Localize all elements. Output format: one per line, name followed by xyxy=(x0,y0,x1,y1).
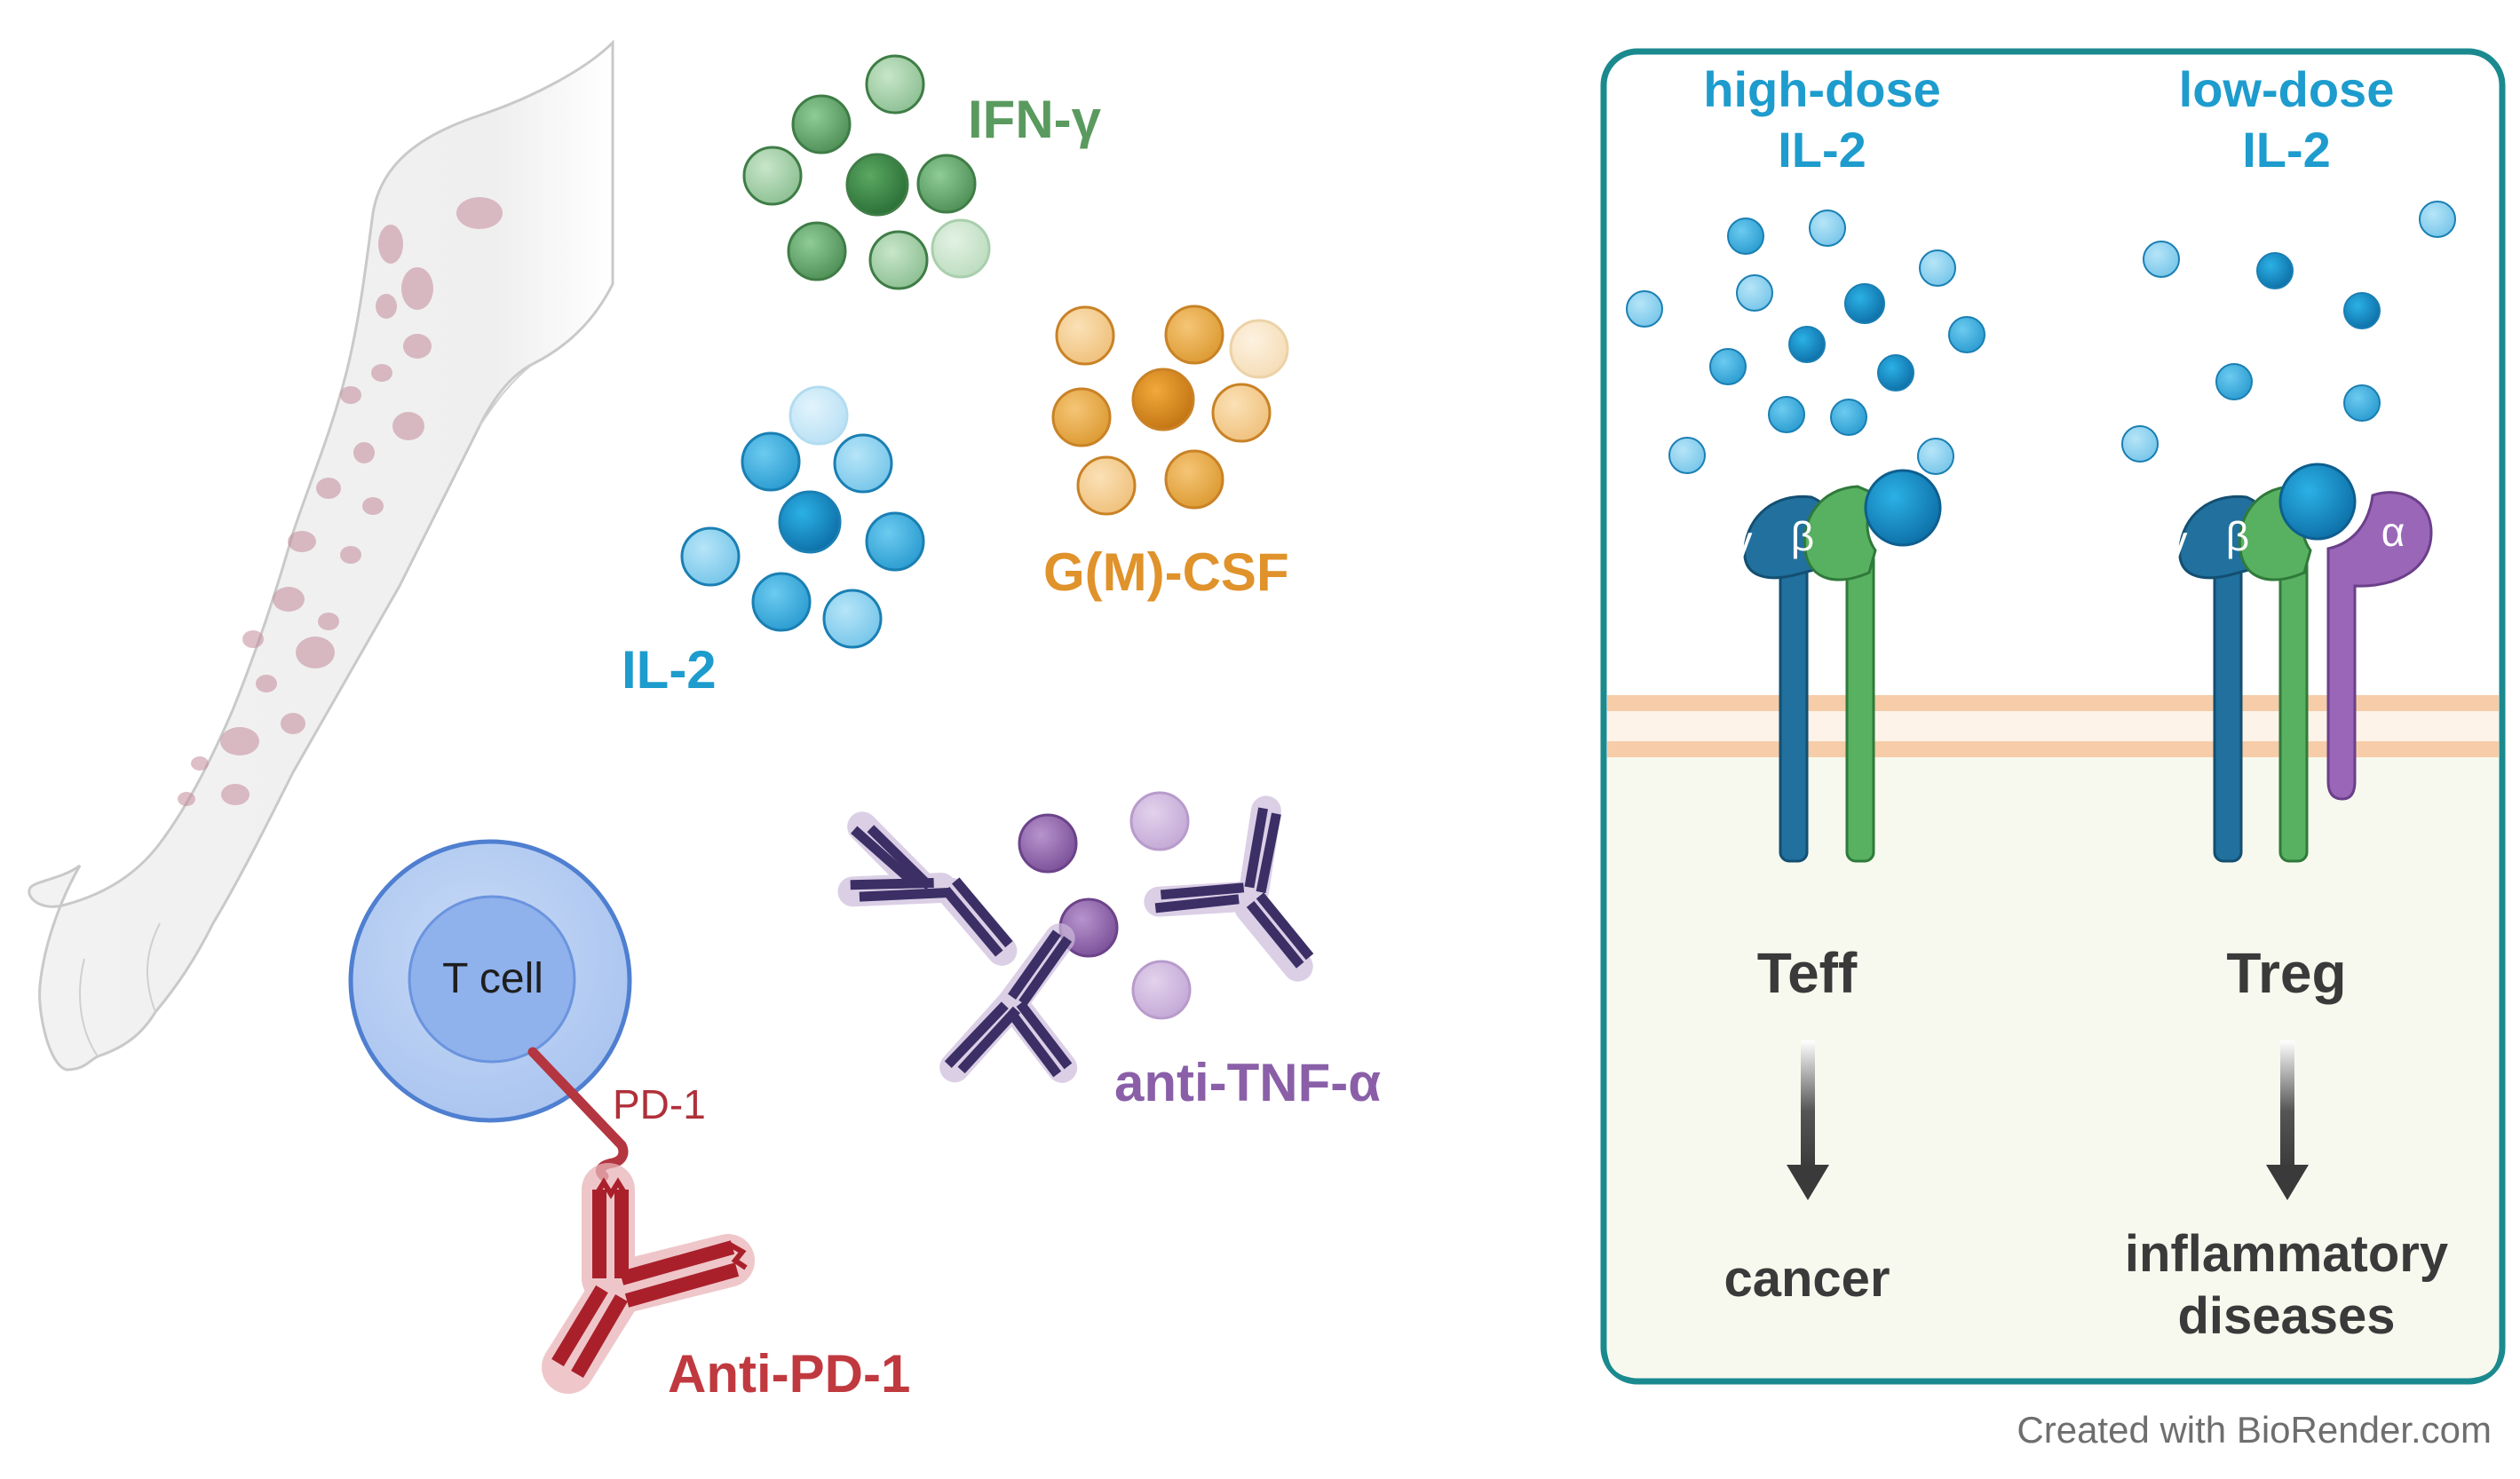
low-dose-heading-line2: IL-2 xyxy=(2242,122,2331,178)
high-dose-heading-line1: high-dose xyxy=(1703,61,1941,117)
anti-tnf-antibody xyxy=(1144,795,1314,982)
alpha-label-treg: α xyxy=(2381,509,2405,555)
teff-il2-receptor: γ β xyxy=(1732,469,1942,863)
anti-tnf-antibody xyxy=(939,923,1078,1083)
cell-membrane xyxy=(1607,695,2499,757)
csf-molecule xyxy=(1164,449,1224,510)
bound-il2 xyxy=(2278,463,2357,541)
treg-il2-receptor: γ β α xyxy=(2167,463,2433,863)
ifn-molecule xyxy=(916,154,977,214)
ifn-molecule xyxy=(865,54,925,115)
gamma-label-treg: γ xyxy=(2167,518,2188,564)
ifn-molecule xyxy=(742,146,803,206)
il2-molecule xyxy=(788,385,849,446)
il2-molecule xyxy=(751,572,812,632)
csf-molecule xyxy=(1131,368,1195,431)
ifn-molecule xyxy=(791,94,852,154)
ifn-molecule xyxy=(931,218,991,279)
arrow-to-cancer xyxy=(1787,1040,1829,1200)
ifn-gamma-label: IFN-γ xyxy=(968,90,1102,149)
il2-molecule xyxy=(865,511,925,572)
skin-rash-spots xyxy=(178,197,503,806)
alpha-chain xyxy=(2326,491,2433,801)
inflammatory-label-line1: inflammatory xyxy=(2125,1225,2448,1283)
anti-tnf-antibody xyxy=(837,811,1018,966)
pd1-label: PD-1 xyxy=(613,1081,706,1127)
il2-cluster xyxy=(680,385,925,649)
beta-chain xyxy=(1803,485,1886,863)
csf-molecule xyxy=(1076,455,1137,516)
low-dose-il2-molecules xyxy=(2121,201,2456,463)
gamma-chain xyxy=(1743,494,1828,863)
il2-molecule xyxy=(822,589,883,649)
low-dose-heading-line1: low-dose xyxy=(2179,61,2395,117)
beta-label-treg: β xyxy=(2226,513,2249,559)
il2-molecule xyxy=(741,431,801,492)
gm-csf-label: G(M)-CSF xyxy=(1043,542,1289,602)
inflammatory-label-line2: diseases xyxy=(2177,1287,2395,1345)
anti-tnf-label: anti-TNF-α xyxy=(1114,1053,1381,1112)
beta-label-teff: β xyxy=(1791,513,1814,559)
tnf-molecule xyxy=(1129,791,1190,851)
bound-il2 xyxy=(1864,469,1942,547)
high-dose-il2-molecules xyxy=(1626,210,1985,475)
il2-dose-panel: high-dose IL-2 low-dose IL-2 xyxy=(1600,48,2506,1385)
ifn-gamma-cluster xyxy=(742,54,991,290)
ifn-molecule xyxy=(868,230,929,290)
cancer-label: cancer xyxy=(1724,1250,1890,1308)
gamma-label-teff: γ xyxy=(1732,518,1753,564)
il2-molecule xyxy=(778,490,842,554)
arrow-to-inflammatory xyxy=(2266,1040,2309,1200)
tnf-molecule xyxy=(1018,813,1078,874)
il2-molecule xyxy=(680,526,741,587)
ifn-molecule xyxy=(787,221,847,281)
ifn-molecule xyxy=(845,153,909,217)
il2-label: IL-2 xyxy=(622,640,717,700)
high-dose-heading-line2: IL-2 xyxy=(1778,122,1866,178)
anti-pd1-label: Anti-PD-1 xyxy=(668,1344,910,1404)
csf-molecule xyxy=(1229,319,1289,379)
treg-label: Treg xyxy=(2226,941,2346,1005)
anti-tnf-group xyxy=(837,791,1314,1083)
arm-illustration xyxy=(28,39,614,1072)
gm-csf-cluster xyxy=(1051,304,1289,516)
anti-pd1-antibody xyxy=(542,1163,755,1394)
t-cell-label: T cell xyxy=(442,955,543,1002)
biorender-credit: Created with BioRender.com xyxy=(2017,1409,2492,1451)
csf-molecule xyxy=(1051,387,1112,447)
tnf-molecule xyxy=(1131,960,1192,1020)
csf-molecule xyxy=(1211,383,1272,443)
teff-label: Teff xyxy=(1757,941,1858,1005)
csf-molecule xyxy=(1164,304,1224,365)
t-cell xyxy=(348,839,632,1123)
il2-molecule xyxy=(833,433,893,494)
csf-molecule xyxy=(1055,305,1115,366)
